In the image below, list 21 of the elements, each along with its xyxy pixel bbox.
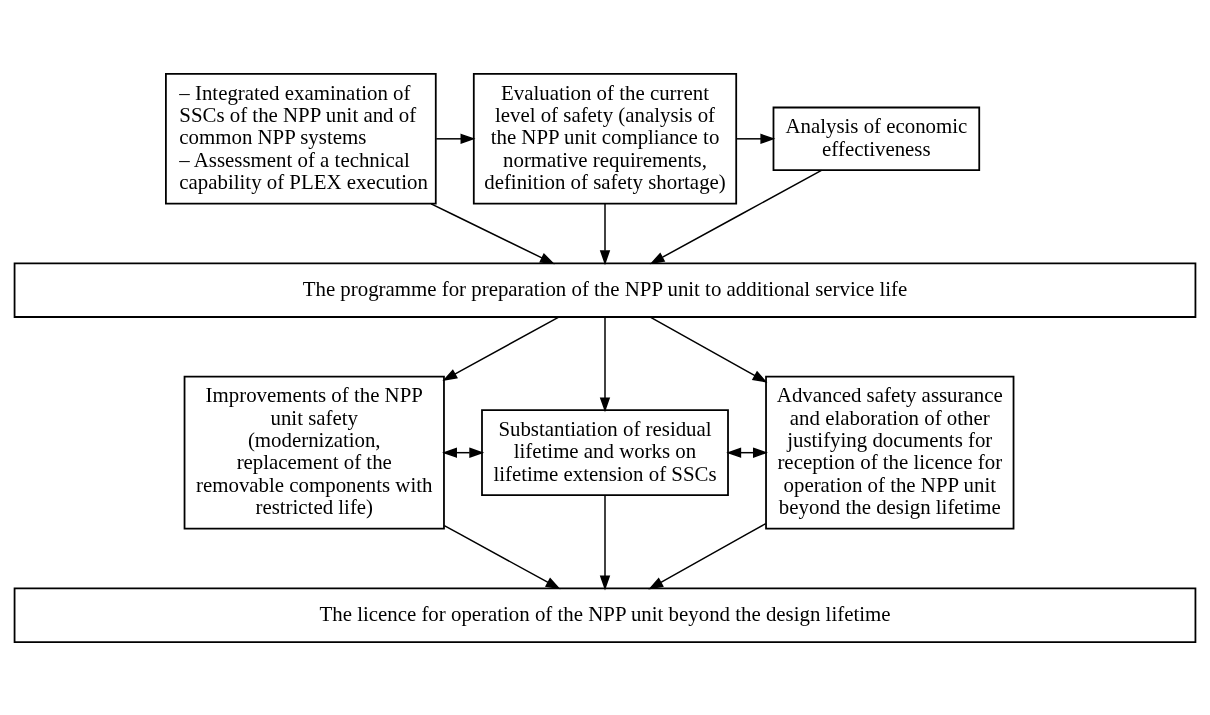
arrow xyxy=(442,316,560,381)
arrow xyxy=(735,133,776,144)
arrow xyxy=(648,522,767,589)
arrow xyxy=(599,316,611,412)
arrow xyxy=(430,202,555,264)
arrow xyxy=(649,169,823,264)
node-box: Substantiation of residual lifetime and works on lifetime extension of SSCs xyxy=(481,408,729,496)
node-box: The programme for preparation of the NPP unit to additional service life xyxy=(13,261,1197,318)
node-box: Advanced safety assurance and elaboration of other justifying documents for reception of the licence for operation of the NPP unit beyond the design lifetime xyxy=(765,375,1015,530)
node-box: Improvements of the NPP unit safety (modernization, replacement of the removable components with restricted life) xyxy=(183,375,445,530)
node-box: – Integrated examination of SSCs of the NPP unit and of common NPP systems – Assessment of a technical capability of PLEX execution xyxy=(165,72,437,205)
arrow xyxy=(726,446,768,458)
arrow xyxy=(599,494,611,590)
node-box: Evaluation of the current level of safety (analysis of the NPP unit compliance to normative requirements, definition of safety shortage) xyxy=(472,72,738,205)
node-box: Analysis of economic effectiveness xyxy=(772,106,981,171)
arrow xyxy=(443,524,561,589)
node-box: The licence for operation of the NPP unit beyond the design lifetime xyxy=(13,586,1197,643)
arrow xyxy=(435,133,476,144)
arrow xyxy=(650,316,768,383)
arrow xyxy=(599,202,611,265)
arrow xyxy=(442,446,485,458)
